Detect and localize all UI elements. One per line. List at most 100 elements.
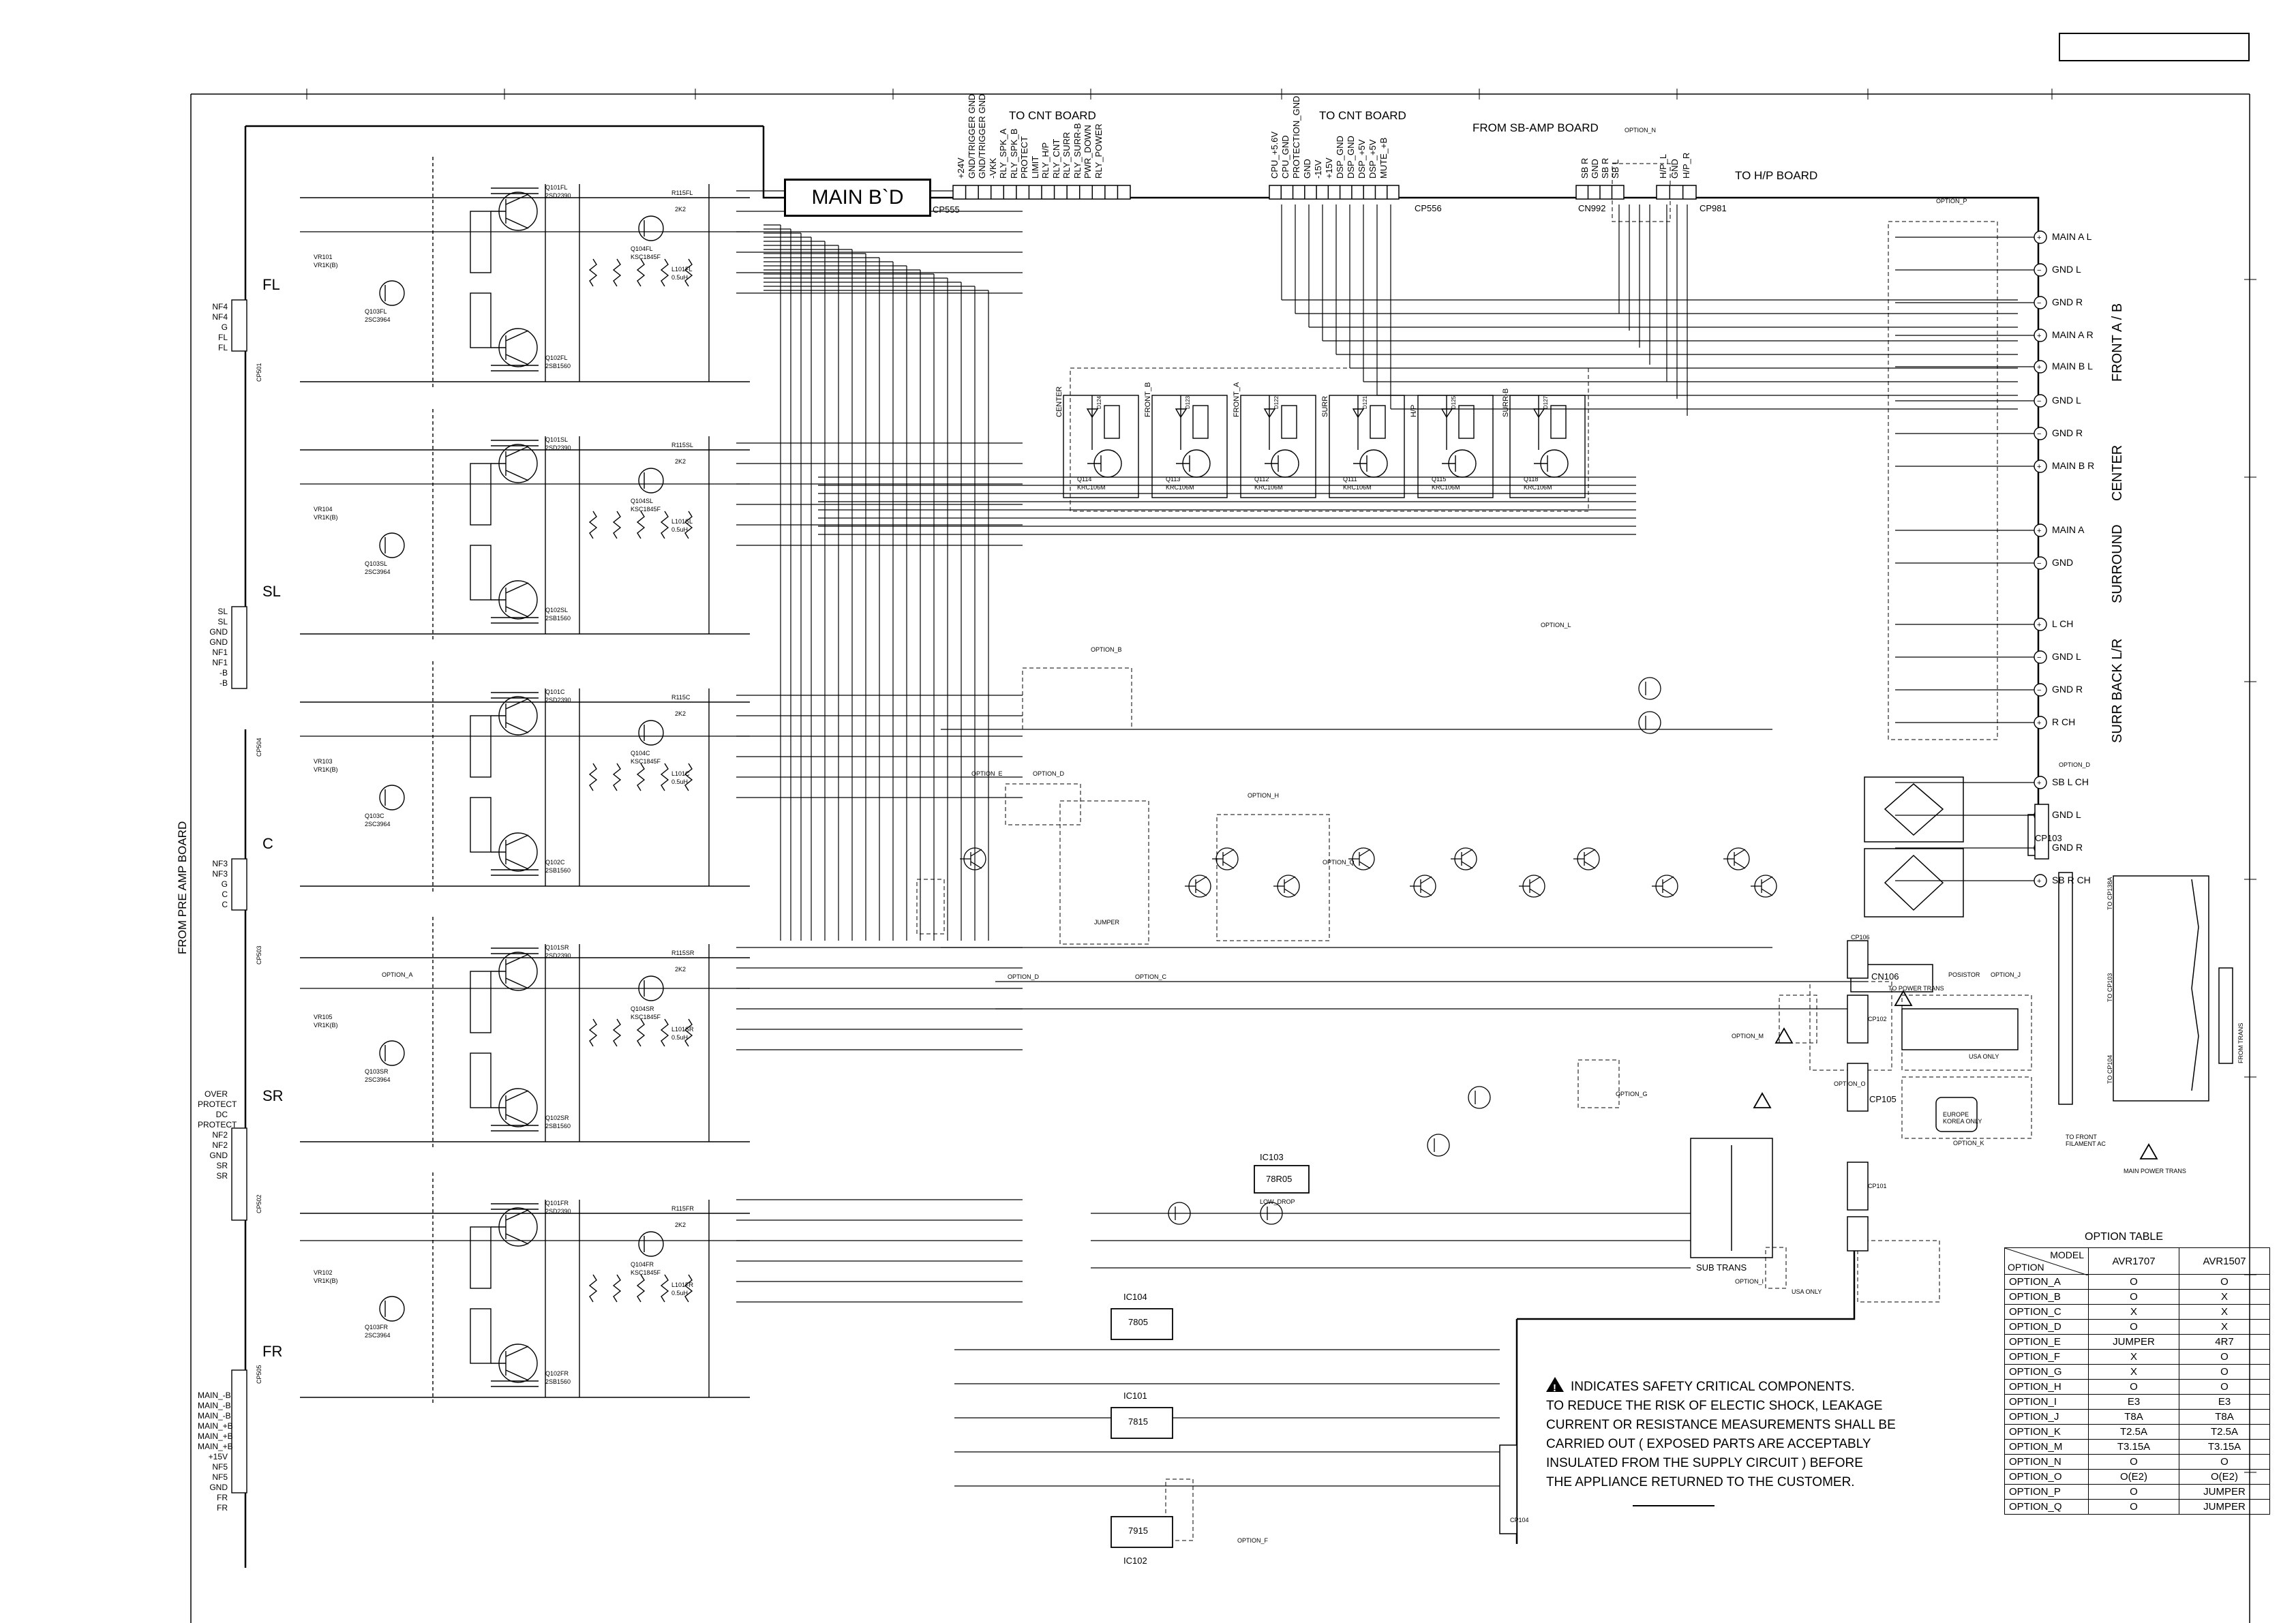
terminal-1 xyxy=(2034,263,2047,277)
terminal-polarity-17: + xyxy=(2037,877,2041,885)
ic102-label: IC102 xyxy=(1123,1556,1147,1566)
relay-driver-4 xyxy=(1417,395,1494,498)
ic103-part: 78R05 xyxy=(1266,1174,1293,1184)
cp556-pin-3: GND xyxy=(1302,159,1312,179)
connector-cn106: CN106 xyxy=(1871,971,1899,982)
part-vr101: VR101 xyxy=(314,254,333,260)
part-l101sr-value: 0.5uH xyxy=(671,1034,689,1041)
value-avr1507: O xyxy=(2179,1379,2270,1395)
cp555-pin-8: RLY_H/P xyxy=(1040,142,1051,179)
cp556-pin-5: +15V xyxy=(1324,157,1334,179)
option-l-label: OPTION_L xyxy=(1541,622,1571,628)
part-l101sr: L101SR xyxy=(671,1026,694,1033)
relay-part-4: KRC106M xyxy=(1432,484,1460,491)
cn992-pin-3: SB L xyxy=(1610,159,1620,179)
terminal-label-0: MAIN A L xyxy=(2052,231,2092,242)
safety-line-5: INSULATED FROM THE SUPPLY CIRCUIT ) BEFO… xyxy=(1546,1456,1863,1470)
cp556-pin-10: MUTE_+B xyxy=(1378,137,1389,179)
pin-c-1: NF3 xyxy=(212,869,228,879)
header-col-avr1707: AVR1707 xyxy=(2088,1247,2179,1275)
value-avr1707: O xyxy=(2088,1289,2179,1305)
connector-cp104: CP104 xyxy=(1510,1517,1529,1523)
value-avr1707: JUMPER xyxy=(2088,1334,2179,1350)
header-col-avr1507: AVR1507 xyxy=(2179,1247,2270,1275)
option-p-label: OPTION_P xyxy=(1936,198,1967,204)
cp555-pin-6: PROTECT xyxy=(1019,136,1029,179)
value-avr1507: T2.5A xyxy=(2179,1424,2270,1440)
channel-c-block xyxy=(231,661,750,911)
value-avr1507: O(E2) xyxy=(2179,1469,2270,1485)
channel-name-fr: FR xyxy=(262,1343,283,1360)
connector-cp505: CP505 xyxy=(256,1365,262,1384)
side-connector-block-1 xyxy=(1847,940,1869,979)
terminal-label-1: GND L xyxy=(2052,264,2081,275)
group-front-ab: FRONT A / B xyxy=(2110,303,2125,382)
to-hp-board-label: TO H/P BOARD xyxy=(1735,169,1818,182)
terminal-label-5: GND L xyxy=(2052,395,2081,406)
part-q102c: Q102C xyxy=(545,859,565,866)
terminal-label-9: GND xyxy=(2052,557,2074,568)
cp556-pin-6: DSP_GND xyxy=(1335,136,1345,179)
aux-transistor-0 xyxy=(1638,677,1661,700)
pin-fr-5: MAIN_+B xyxy=(198,1442,233,1451)
part-q102fr: Q102FR xyxy=(545,1370,569,1377)
part-q104fl-value: KSC1845F xyxy=(631,254,661,260)
option-d-label-2: OPTION_D xyxy=(1033,770,1065,777)
warning-triangles xyxy=(1753,990,2158,1159)
safety-notice: INDICATES SAFETY CRITICAL COMPONENTS. TO… xyxy=(1546,1377,1928,1492)
cp556-pin-8: DSP_+5V xyxy=(1357,139,1367,179)
option-name: OPTION_P xyxy=(2004,1484,2089,1500)
relay-name-5: SURR-B xyxy=(1502,388,1510,417)
part-r115fl: R115FL xyxy=(671,189,693,196)
terminal-13 xyxy=(2034,716,2047,729)
connector-cp103: CP103 xyxy=(2035,833,2062,843)
terminal-4 xyxy=(2034,360,2047,374)
bridge-rectifiers xyxy=(1864,776,2046,917)
value-avr1507: O xyxy=(2179,1364,2270,1380)
pin-c-3: C xyxy=(222,890,228,899)
value-avr1707: E3 xyxy=(2088,1394,2179,1410)
side-connector-block-2 xyxy=(1847,995,1869,1044)
connector-cp555: CP555 xyxy=(933,204,960,215)
relay-d-3: D121 xyxy=(1362,395,1368,409)
side-connector-block-3 xyxy=(1847,1063,1869,1112)
value-avr1507: X xyxy=(2179,1289,2270,1305)
option-table-title: OPTION TABLE xyxy=(2085,1231,2163,1243)
value-avr1707: O xyxy=(2088,1274,2179,1290)
pin-fl-2: G xyxy=(221,322,228,332)
connector-cp102: CP102 xyxy=(1868,1016,1887,1022)
terminal-polarity-11: − xyxy=(2037,654,2041,662)
aux-transistor-2 xyxy=(1168,1202,1191,1225)
part-q104c: Q104C xyxy=(631,750,650,757)
pin-sr-8: SR xyxy=(216,1171,228,1181)
warning-triangle-icon xyxy=(1546,1377,1564,1398)
option-name: OPTION_I xyxy=(2004,1394,2089,1410)
pin-sl-2: GND xyxy=(209,627,228,637)
pin-sl-3: GND xyxy=(209,637,228,647)
channel-name-c: C xyxy=(262,835,273,852)
relay-name-1: FRONT_B xyxy=(1144,382,1152,417)
pin-fl-1: NF4 xyxy=(212,312,228,322)
cp555-pin-2: GND/TRIGGER GND xyxy=(977,93,987,179)
connector-cp556: CP556 xyxy=(1415,203,1442,213)
relay-d-5: D127 xyxy=(1543,395,1549,409)
group-center: CENTER xyxy=(2110,444,2125,501)
channel-name-sl: SL xyxy=(262,583,281,600)
part-l101fr: L101FR xyxy=(671,1281,694,1288)
ic101-label: IC101 xyxy=(1123,1391,1147,1401)
ic104-label: IC104 xyxy=(1123,1292,1147,1302)
value-avr1707: O xyxy=(2088,1319,2179,1335)
part-q103c-value: 2SC3964 xyxy=(365,821,391,828)
from-sb-amp-board-label: FROM SB-AMP BOARD xyxy=(1472,121,1599,134)
channel-fr-block xyxy=(231,1172,750,1493)
protect-transistor-0 xyxy=(960,847,986,870)
channel-name-sr: SR xyxy=(262,1087,284,1104)
terminal-label-11: GND L xyxy=(2052,651,2081,662)
cp981-pin-1: GND xyxy=(1670,159,1680,179)
part-q101sr-value: 2SD2390 xyxy=(545,952,571,959)
